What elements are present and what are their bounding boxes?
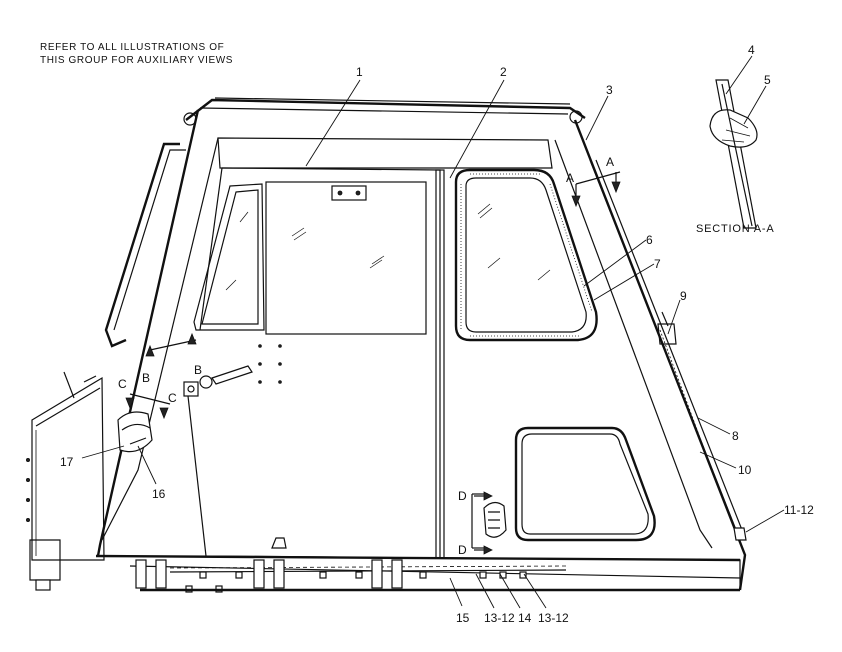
callout-14: 14 [518, 611, 532, 625]
leader-lines [81, 55, 785, 609]
handrail-and-side-console [25, 142, 186, 591]
mount-bracket [391, 559, 403, 589]
view-marker-b-left: B [142, 371, 150, 385]
cab-door [183, 167, 445, 559]
section-strip-4 [715, 79, 757, 229]
section-title: SECTION A-A [696, 223, 774, 235]
door-hinge [435, 169, 445, 559]
section-gasket-5 [709, 109, 758, 148]
view-marker-d-top: D [458, 489, 467, 503]
door-lock [183, 381, 199, 397]
part-11-fastener [733, 527, 747, 541]
right-edge-seal [589, 159, 747, 541]
callout-4: 4 [748, 43, 755, 57]
callout-13-12-b: 13-12 [538, 611, 569, 625]
callout-8: 8 [732, 429, 739, 443]
callout-7: 7 [654, 257, 661, 271]
callout-6: 6 [646, 233, 653, 247]
callout-numbers: 1 2 3 4 5 6 7 9 8 10 11-12 17 16 15 13-1… [60, 43, 814, 625]
callout-5: 5 [764, 73, 771, 87]
door-window-main [265, 181, 427, 335]
lower-window [514, 426, 656, 542]
side-lamp-assembly [117, 411, 153, 453]
view-marker-a-left: A [566, 171, 574, 185]
side-console [31, 376, 105, 561]
console-lever [63, 371, 75, 399]
view-marker-a-right: A [606, 155, 614, 169]
window-gasket [454, 168, 598, 342]
detail-d-cutout [471, 493, 507, 549]
callout-15: 15 [456, 611, 470, 625]
view-markers: A A B B C C D D [118, 155, 621, 557]
note-line-2: THIS GROUP FOR AUXILIARY VIEWS [40, 55, 233, 66]
mount-bracket [155, 559, 167, 589]
door-outline [187, 167, 441, 559]
mount-bracket [273, 559, 285, 589]
callout-17: 17 [60, 455, 74, 469]
callout-2: 2 [500, 65, 507, 79]
lamp-housing [117, 411, 153, 453]
header-panel [217, 137, 553, 169]
right-window [454, 168, 598, 342]
callout-11-12: 11-12 [784, 503, 814, 517]
note-line-1: REFER TO ALL ILLUSTRATIONS OF [40, 42, 224, 53]
door-handle [211, 365, 253, 385]
mount-bracket [371, 559, 383, 589]
view-marker-d-bottom: D [458, 543, 467, 557]
callout-10: 10 [738, 463, 752, 477]
door-window-left [193, 183, 265, 331]
mount-bracket [253, 559, 265, 589]
callout-3: 3 [606, 83, 613, 97]
callout-16: 16 [152, 487, 166, 501]
callout-1: 1 [356, 65, 363, 79]
view-marker-b-right: B [194, 363, 202, 377]
mount-bracket [135, 559, 147, 589]
callout-9: 9 [680, 289, 687, 303]
door-latch [331, 185, 367, 201]
view-marker-c-left: C [118, 377, 127, 391]
window-glass [465, 177, 587, 333]
handrail [104, 142, 180, 348]
callout-13-12-a: 13-12 [484, 611, 515, 625]
part-9-bracket [657, 323, 677, 345]
view-marker-c-right: C [168, 391, 177, 405]
section-a-a-detail [709, 79, 758, 229]
